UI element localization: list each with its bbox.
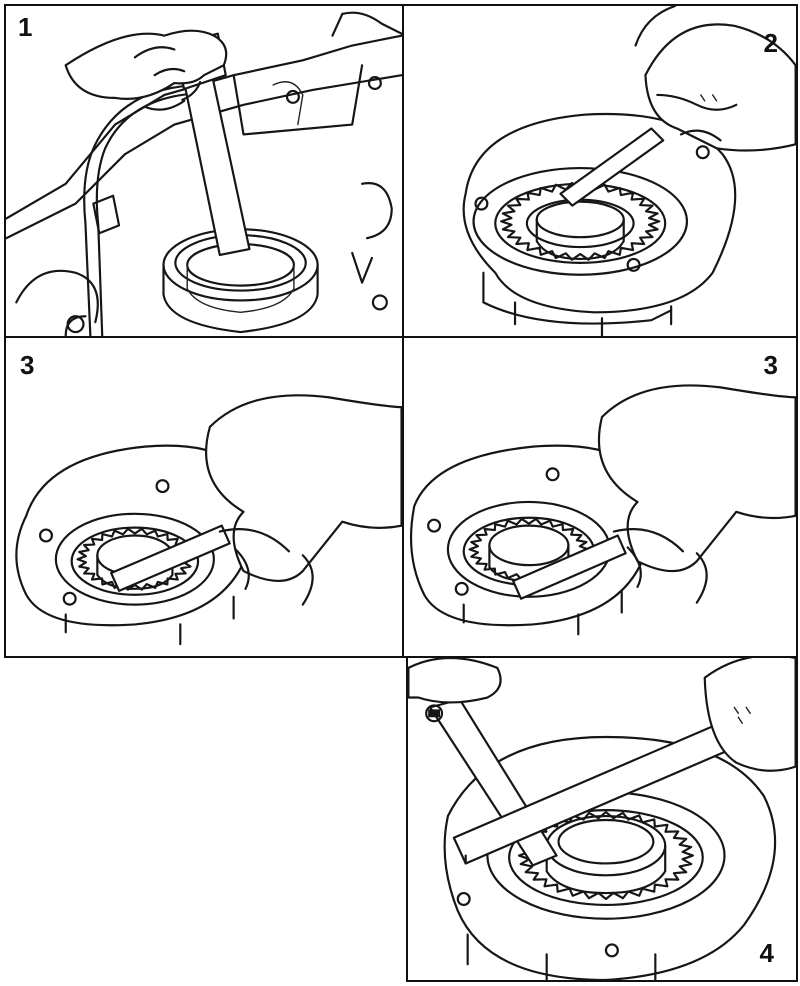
panel-2-number: 2 bbox=[763, 28, 778, 58]
panel-2-drawing bbox=[462, 6, 796, 336]
panel-4-drawing bbox=[408, 658, 796, 980]
panel-1-number: 1 bbox=[18, 12, 33, 42]
panel-4-number: 4 bbox=[759, 938, 774, 968]
panel-3-left-drawing bbox=[15, 394, 402, 646]
panel-3-right: 3 bbox=[402, 336, 798, 658]
panel-1-drawing bbox=[6, 11, 402, 336]
panel-2: 2 bbox=[402, 4, 798, 338]
panel-3-right-number: 3 bbox=[763, 350, 778, 380]
panel-3-right-drawing bbox=[409, 384, 796, 636]
panel-1: 1 bbox=[4, 4, 404, 338]
panel-3-left-number: 3 bbox=[20, 350, 35, 380]
panel-3-left: 3 bbox=[4, 336, 404, 658]
panel-4: 4 bbox=[406, 656, 798, 982]
